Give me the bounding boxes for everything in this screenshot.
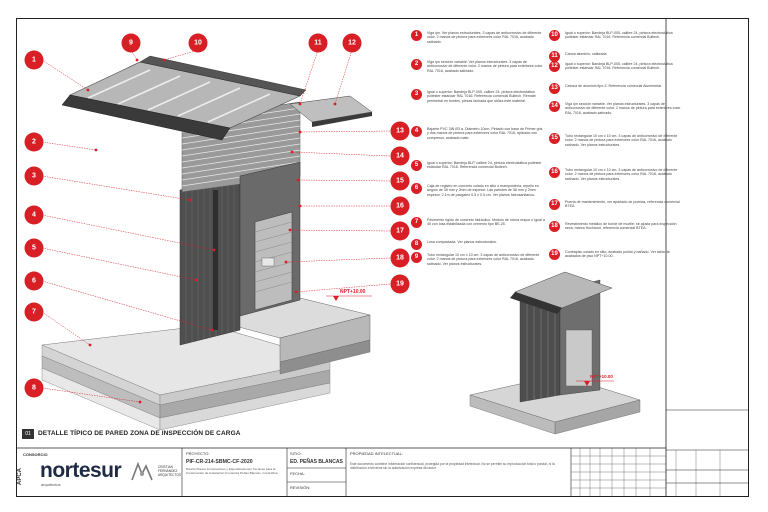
callout-15: 15 (396, 178, 404, 185)
callout-7: 7 (32, 309, 36, 316)
callout-6: 6 (32, 278, 36, 285)
revision-label: REVISIÓN: (290, 485, 311, 490)
callout-16: 16 (396, 203, 404, 210)
svg-text:NPT+10.00: NPT+10.00 (340, 289, 366, 295)
proyecto-code: PIF-CR-214-SBMC-CF-2020 (186, 459, 253, 465)
ipn-beam (61, 94, 231, 141)
consorcio-label: CONSORCIO (23, 452, 48, 457)
callout-1: 1 (32, 57, 36, 64)
callout-11: 11 (314, 40, 322, 47)
propiedad-text: Este documento contiene información conf… (350, 462, 555, 470)
callout-3: 3 (32, 173, 36, 180)
proyecto-label: PROYECTO: (186, 451, 210, 456)
drawing-title-bar: 01 DETALLE TÍPICO DE PARED ZONA DE INSPE… (22, 427, 287, 441)
nortesur-subtitle: arquitectos (41, 482, 61, 487)
callout-17: 17 (396, 228, 404, 235)
drawing-index: 01 (22, 429, 34, 439)
callout-13: 13 (396, 128, 404, 135)
callout-4: 4 (32, 212, 36, 219)
level-marker-main: NPT+10.00 (326, 289, 372, 301)
downpipe (213, 190, 218, 330)
sheet-frame (16, 18, 749, 497)
callout-2: 2 (32, 139, 36, 146)
nortesur-logo: nortesur (40, 459, 122, 482)
propiedad-label: PROPIEDAD INTELECTUAL: (350, 451, 403, 456)
callout-5: 5 (32, 245, 36, 252)
callout-19: 19 (396, 281, 404, 288)
sitio-label: SITIO: (290, 451, 302, 456)
callout-14: 14 (396, 153, 404, 160)
apca-label: APCA (17, 468, 23, 486)
fecha-label: FECHA: (290, 471, 305, 476)
drawing-title: DETALLE TÍPICO DE PARED ZONA DE INSPECCI… (38, 430, 241, 437)
callout-10: 10 (194, 40, 202, 47)
partner-logo-icon (131, 461, 153, 481)
partner-name: CRISTIAN FERNÁNDEZ ARQUITECTOS (158, 465, 181, 477)
callout-18: 18 (396, 255, 404, 262)
secondary-view: NPT+10.00 (469, 271, 641, 435)
svg-text:NPT+10.00: NPT+10.00 (590, 374, 613, 379)
callout-9: 9 (129, 40, 133, 47)
callout-12: 12 (348, 40, 356, 47)
sitio-value: ED. PEÑAS BLANCAS (290, 459, 343, 465)
callout-markers (24, 33, 410, 398)
proyecto-description: Diseño Planos Constructivos y Especifica… (186, 467, 279, 475)
callout-8: 8 (32, 385, 36, 392)
